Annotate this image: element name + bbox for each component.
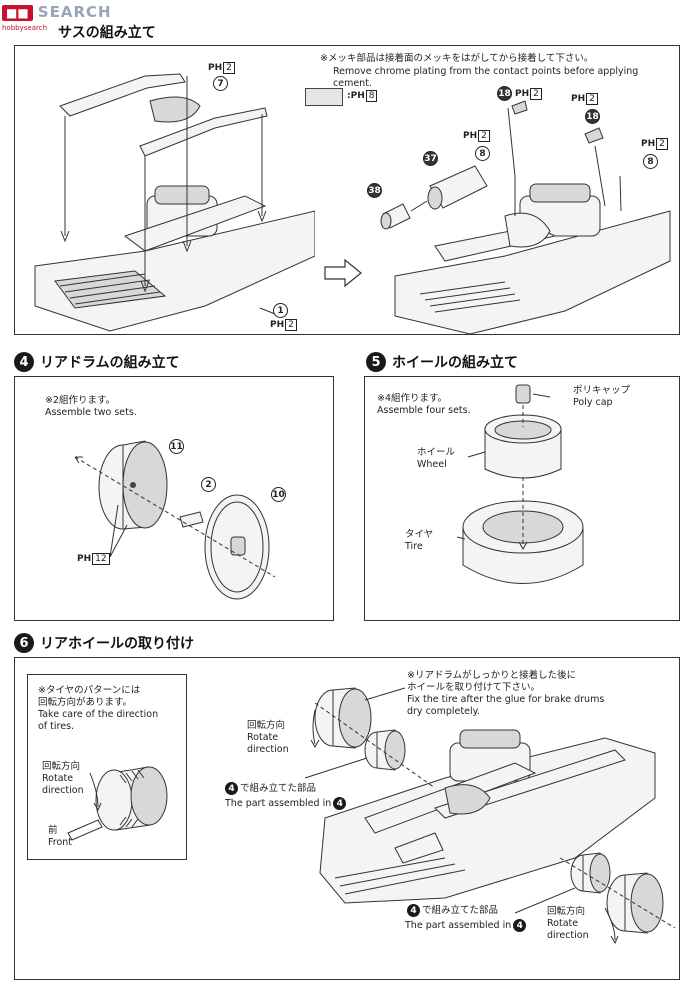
upper-assembled-jp: 4 で組み立てた部品 (225, 782, 316, 795)
lower-assembled-en: The part assembled in 4 (405, 919, 527, 932)
step3-note-en: Remove chrome plating from the contact p… (333, 66, 639, 89)
lower-assembled-jp: 4 で組み立てた部品 (407, 904, 498, 917)
logo-mark: ■■ (2, 5, 33, 21)
inset-note: ※タイヤのパターンには 回転方向があります。 Take care of the … (38, 685, 159, 732)
step6-header: 6 リアホイールの取り付け (14, 633, 194, 653)
lower-ref-badge-en: 4 (513, 919, 527, 932)
step3-left-diagram (34, 73, 315, 332)
axle-part-2: 2 (201, 477, 216, 492)
poly-cap-label: ポリキャップ Poly cap (573, 385, 631, 408)
step5-header: 5 ホイールの組み立て (366, 352, 518, 372)
drum-part-11: 11 (169, 439, 184, 454)
step6-title: リアホイールの取り付け (40, 636, 194, 652)
part-8-left: 8 (475, 146, 490, 161)
upper-ref-badge-en: 4 (333, 797, 347, 810)
lower-ref-badge: 4 (407, 904, 420, 917)
part-37: 37 (423, 151, 438, 166)
part-7: 7 (213, 76, 228, 91)
inset-front-label: 前 Front (48, 825, 73, 848)
watermark-logo: ■■ SEARCH (2, 2, 162, 24)
glue-note: ※リアドラムがしっかりと接着した後に ホイールを取り付けて下さい。 Fix th… (407, 670, 605, 717)
upper-rotate-label: 回転方向 Rotate direction (247, 720, 289, 755)
part-8-right: 8 (643, 154, 658, 169)
chrome-legend-swatch (305, 88, 343, 106)
step3-header: サスの組み立て (28, 22, 156, 42)
step3-note-jp: ※メッキ部品は接着面のメッキをはがしてから接着して下さい。 (320, 53, 594, 64)
step6-panel: ※タイヤのパターンには 回転方向があります。 Take care of the … (14, 657, 680, 980)
lower-rotate-label: 回転方向 Rotate direction (547, 906, 589, 941)
step4-diagram (74, 440, 276, 600)
tire-direction-inset: ※タイヤのパターンには 回転方向があります。 Take care of the … (27, 674, 187, 860)
part-18-left: 18 (497, 86, 512, 101)
step3-title: サスの組み立て (58, 25, 156, 41)
wheel-label: ホイール Wheel (417, 447, 456, 470)
step3-right-diagram (380, 100, 671, 335)
part-18-right: 18 (585, 109, 600, 124)
step6-number: 6 (14, 633, 34, 653)
step5-diagram (456, 384, 584, 584)
step4-title: リアドラムの組み立て (40, 355, 180, 371)
step6-chassis-diagram (304, 687, 676, 945)
inset-rotate-label: 回転方向 Rotate direction (42, 761, 84, 796)
part-1: 1 (273, 303, 288, 318)
logo-text: SEARCH (37, 3, 112, 21)
drum-part-10: 10 (271, 487, 286, 502)
tire-label: タイヤ Tire (405, 529, 434, 552)
step5-title: ホイールの組み立て (392, 355, 518, 371)
watermark-site: hobbysearch (2, 24, 48, 32)
step5-number: 5 (366, 352, 386, 372)
step3-panel: ※メッキ部品は接着面のメッキをはがしてから接着して下さい。 Remove chr… (14, 45, 680, 335)
upper-assembled-en: The part assembled in 4 (225, 797, 347, 810)
step4-header: 4 リアドラムの組み立て (14, 352, 180, 372)
step4-note: ※2組作ります。 Assemble two sets. (45, 395, 137, 418)
inset-tire-diagram (67, 766, 168, 841)
step3-transition-arrow (324, 258, 362, 288)
step5-panel: ※4組作ります。 Assemble four sets. ポリキャップ Poly… (364, 376, 680, 621)
step5-note: ※4組作ります。 Assemble four sets. (377, 393, 471, 416)
part-38: 38 (367, 183, 382, 198)
upper-ref-badge: 4 (225, 782, 238, 795)
step4-number: 4 (14, 352, 34, 372)
